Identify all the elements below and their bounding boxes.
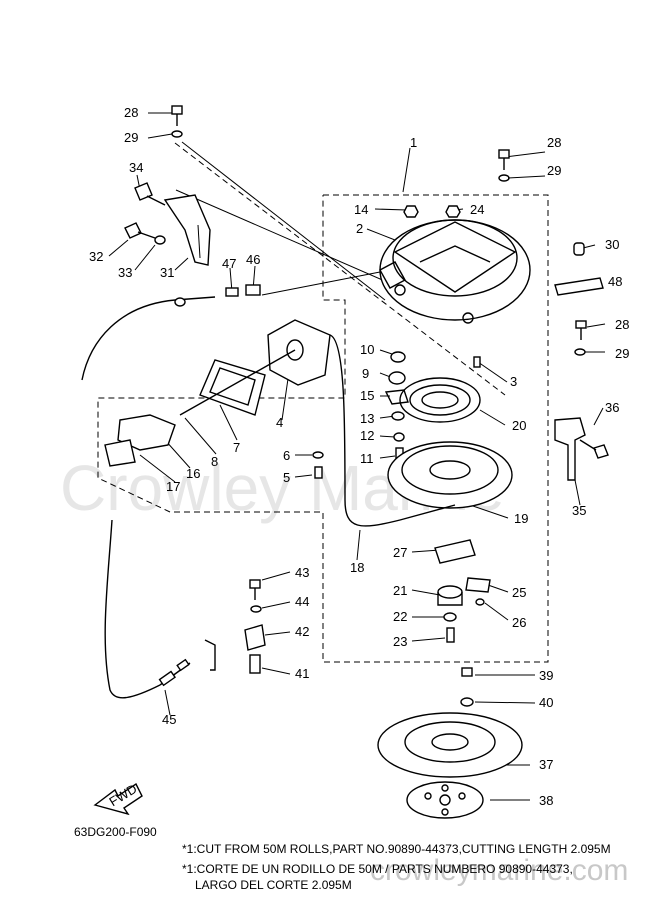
callout-2: 2: [356, 221, 363, 236]
callout-30: 30: [605, 237, 619, 252]
callout-34: 34: [129, 160, 143, 175]
callout-47: 47: [222, 256, 236, 271]
diagram-code: 63DG200-F090: [74, 825, 157, 839]
callout-14: 14: [354, 202, 368, 217]
callout-26: 26: [512, 615, 526, 630]
callout-46: 46: [246, 252, 260, 267]
callout-22: 22: [393, 609, 407, 624]
callout-13: 13: [360, 411, 374, 426]
note-line-1: *1:CUT FROM 50M ROLLS,PART NO.90890-4437…: [182, 842, 611, 856]
callout-23: 23: [393, 634, 407, 649]
callout-labels: 1 2 3 4 5 6 7 8 9 10 11 12 13 14 15 16 1…: [89, 105, 629, 808]
callout-48: 48: [608, 274, 622, 289]
callout-43: 43: [295, 565, 309, 580]
callout-15: 15: [360, 388, 374, 403]
callout-12: 12: [360, 428, 374, 443]
callout-25: 25: [512, 585, 526, 600]
fwd-arrow: FWD: [93, 781, 143, 816]
callout-40: 40: [539, 695, 553, 710]
callout-24: 24: [470, 202, 484, 217]
pulley-parts: [384, 351, 513, 509]
callout-16: 16: [186, 466, 200, 481]
bottom-plates: [377, 667, 523, 819]
callout-44: 44: [295, 594, 309, 609]
callout-21: 21: [393, 583, 407, 598]
callout-11: 11: [360, 451, 374, 466]
callout-31: 31: [160, 265, 174, 280]
callout-35: 35: [572, 503, 586, 518]
starter-case: [379, 219, 531, 324]
callout-39: 39: [539, 668, 553, 683]
callout-28c: 28: [615, 317, 629, 332]
bracket-assembly: [124, 105, 261, 297]
assembly-boundary-main: [97, 194, 549, 663]
callout-19: 19: [514, 511, 528, 526]
callout-5: 5: [283, 470, 290, 485]
callout-37: 37: [539, 757, 553, 772]
callout-28b: 28: [547, 135, 561, 150]
callout-7: 7: [233, 440, 240, 455]
callout-20: 20: [512, 418, 526, 433]
callout-27: 27: [393, 545, 407, 560]
callout-32: 32: [89, 249, 103, 264]
callout-9: 9: [362, 366, 369, 381]
callout-10: 10: [360, 342, 374, 357]
callout-29b: 29: [547, 163, 561, 178]
callout-38: 38: [539, 793, 553, 808]
handle-assembly: [104, 319, 331, 479]
callout-6: 6: [283, 448, 290, 463]
callout-18: 18: [350, 560, 364, 575]
callout-29a: 29: [124, 130, 138, 145]
callout-1: 1: [410, 135, 417, 150]
note-line-3: LARGO DEL CORTE 2.095M: [195, 878, 352, 892]
callout-28a: 28: [124, 105, 138, 120]
callout-17: 17: [166, 479, 180, 494]
case-fasteners: [403, 149, 604, 368]
cable-routing: [81, 296, 456, 699]
callout-41: 41: [295, 666, 309, 681]
watermark-url: crowleymarine.com: [370, 854, 628, 887]
callout-45: 45: [162, 712, 176, 727]
callout-4: 4: [276, 415, 283, 430]
callout-33: 33: [118, 265, 132, 280]
callout-29c: 29: [615, 346, 629, 361]
callout-36: 36: [605, 400, 619, 415]
callout-42: 42: [295, 624, 309, 639]
callout-3: 3: [510, 374, 517, 389]
drive-parts: [434, 539, 491, 643]
callout-8: 8: [211, 454, 218, 469]
linkage-parts: [204, 417, 609, 674]
note-line-2: *1:CORTE DE UN RODILLO DE 50M / PARTS NU…: [182, 862, 573, 876]
